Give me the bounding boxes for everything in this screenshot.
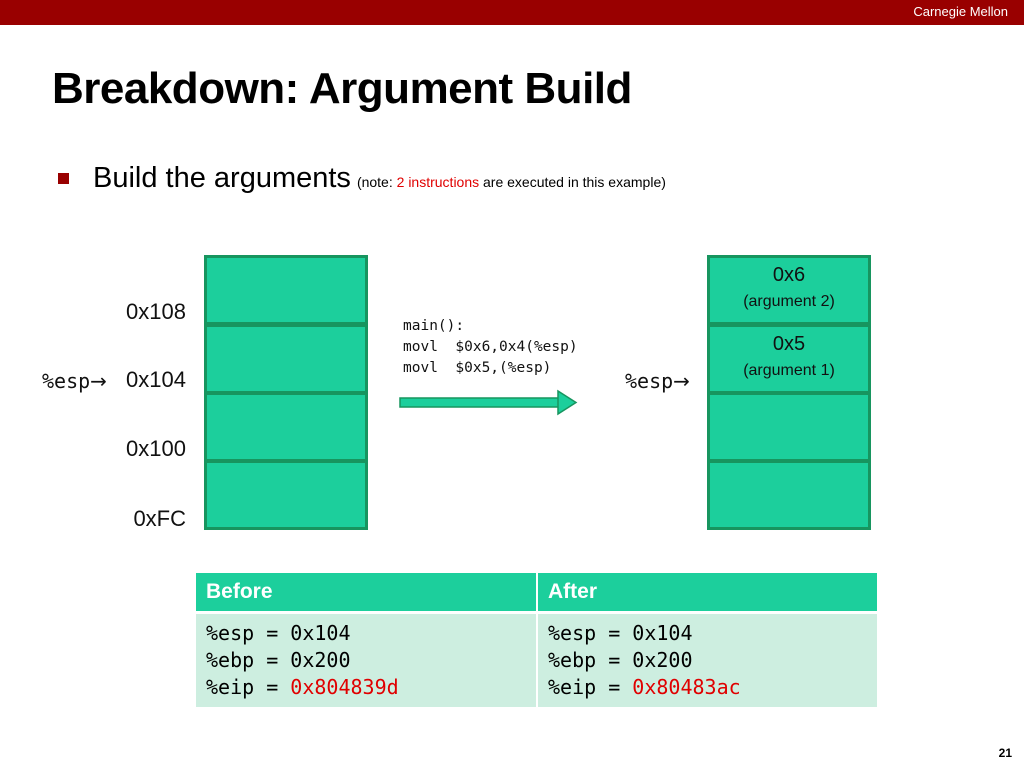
- column-header-before: Before: [196, 573, 538, 614]
- code-block: main(): movl $0x6,0x4(%esp) movl $0x5,(%es…: [403, 316, 578, 379]
- before-registers: %esp = 0x104 %ebp = 0x200 %eip = 0x80483…: [196, 612, 538, 707]
- address-label: 0x100: [126, 436, 186, 461]
- cell-value: 0x5: [772, 333, 806, 355]
- stack-cell: [707, 392, 871, 462]
- register-eip: %eip = 0x804839d: [206, 674, 526, 701]
- right-arrow-icon: →: [90, 369, 107, 393]
- stack-cell: [204, 255, 368, 325]
- cell-value: 0x6: [772, 264, 806, 286]
- eip-value: 0x804839d: [290, 675, 399, 699]
- stack-cell: [707, 460, 871, 530]
- cell-label: (argument 2): [743, 293, 835, 310]
- table-header-row: Before After: [196, 573, 879, 614]
- register-eip: %eip = 0x80483ac: [548, 674, 867, 701]
- address-label: 0xFC: [133, 506, 186, 531]
- stack-cell: 0x5 (argument 1): [707, 324, 871, 394]
- register-esp: %esp = 0x104: [206, 621, 351, 645]
- brand-name: Carnegie Mellon: [913, 4, 1008, 19]
- column-header-after: After: [537, 573, 879, 614]
- header-bar: Carnegie Mellon: [0, 0, 1024, 25]
- code-line: movl $0x5,(%esp): [403, 360, 552, 376]
- note-rest: are executed in this example): [479, 174, 666, 190]
- register-ebp: %ebp = 0x200: [548, 648, 693, 672]
- stack-cell: [204, 460, 368, 530]
- note-open: (note:: [356, 174, 397, 190]
- address-label: 0x108: [126, 299, 186, 324]
- eip-prefix: %eip =: [206, 675, 291, 699]
- stack-cell: [204, 392, 368, 462]
- flow-arrow-icon: [399, 389, 578, 416]
- esp-register: %esp: [625, 369, 674, 393]
- register-ebp: %ebp = 0x200: [206, 648, 351, 672]
- stack-cell: 0x6 (argument 2): [707, 255, 871, 325]
- code-line: movl $0x6,0x4(%esp): [403, 339, 578, 355]
- bullet-square-icon: [58, 173, 69, 184]
- cell-label: (argument 1): [743, 362, 835, 379]
- stack-cell: [204, 324, 368, 394]
- eip-value: 0x80483ac: [632, 675, 741, 699]
- esp-pointer-label: %esp→: [42, 369, 107, 393]
- bullet-note: (note: 2 instructions are executed in th…: [357, 174, 666, 190]
- table-row: %esp = 0x104 %ebp = 0x200 %eip = 0x80483…: [196, 612, 879, 707]
- note-highlight: 2 instructions: [396, 174, 480, 190]
- bullet-text: Build the arguments: [93, 162, 351, 194]
- esp-register: %esp: [42, 369, 91, 393]
- register-table: Before After %esp = 0x104 %ebp = 0x200 %…: [196, 573, 879, 707]
- register-esp: %esp = 0x104: [548, 621, 693, 645]
- eip-prefix: %eip =: [548, 675, 633, 699]
- address-label: 0x104: [126, 367, 186, 392]
- after-registers: %esp = 0x104 %ebp = 0x200 %eip = 0x80483…: [537, 612, 879, 707]
- esp-pointer-label: %esp→: [625, 369, 690, 393]
- slide-title: Breakdown: Argument Build: [52, 64, 632, 113]
- bullet-item: Build the arguments (note: 2 instructions…: [58, 162, 666, 195]
- right-arrow-icon: →: [673, 369, 690, 393]
- code-line: main():: [403, 318, 465, 334]
- page-number: 21: [998, 746, 1012, 760]
